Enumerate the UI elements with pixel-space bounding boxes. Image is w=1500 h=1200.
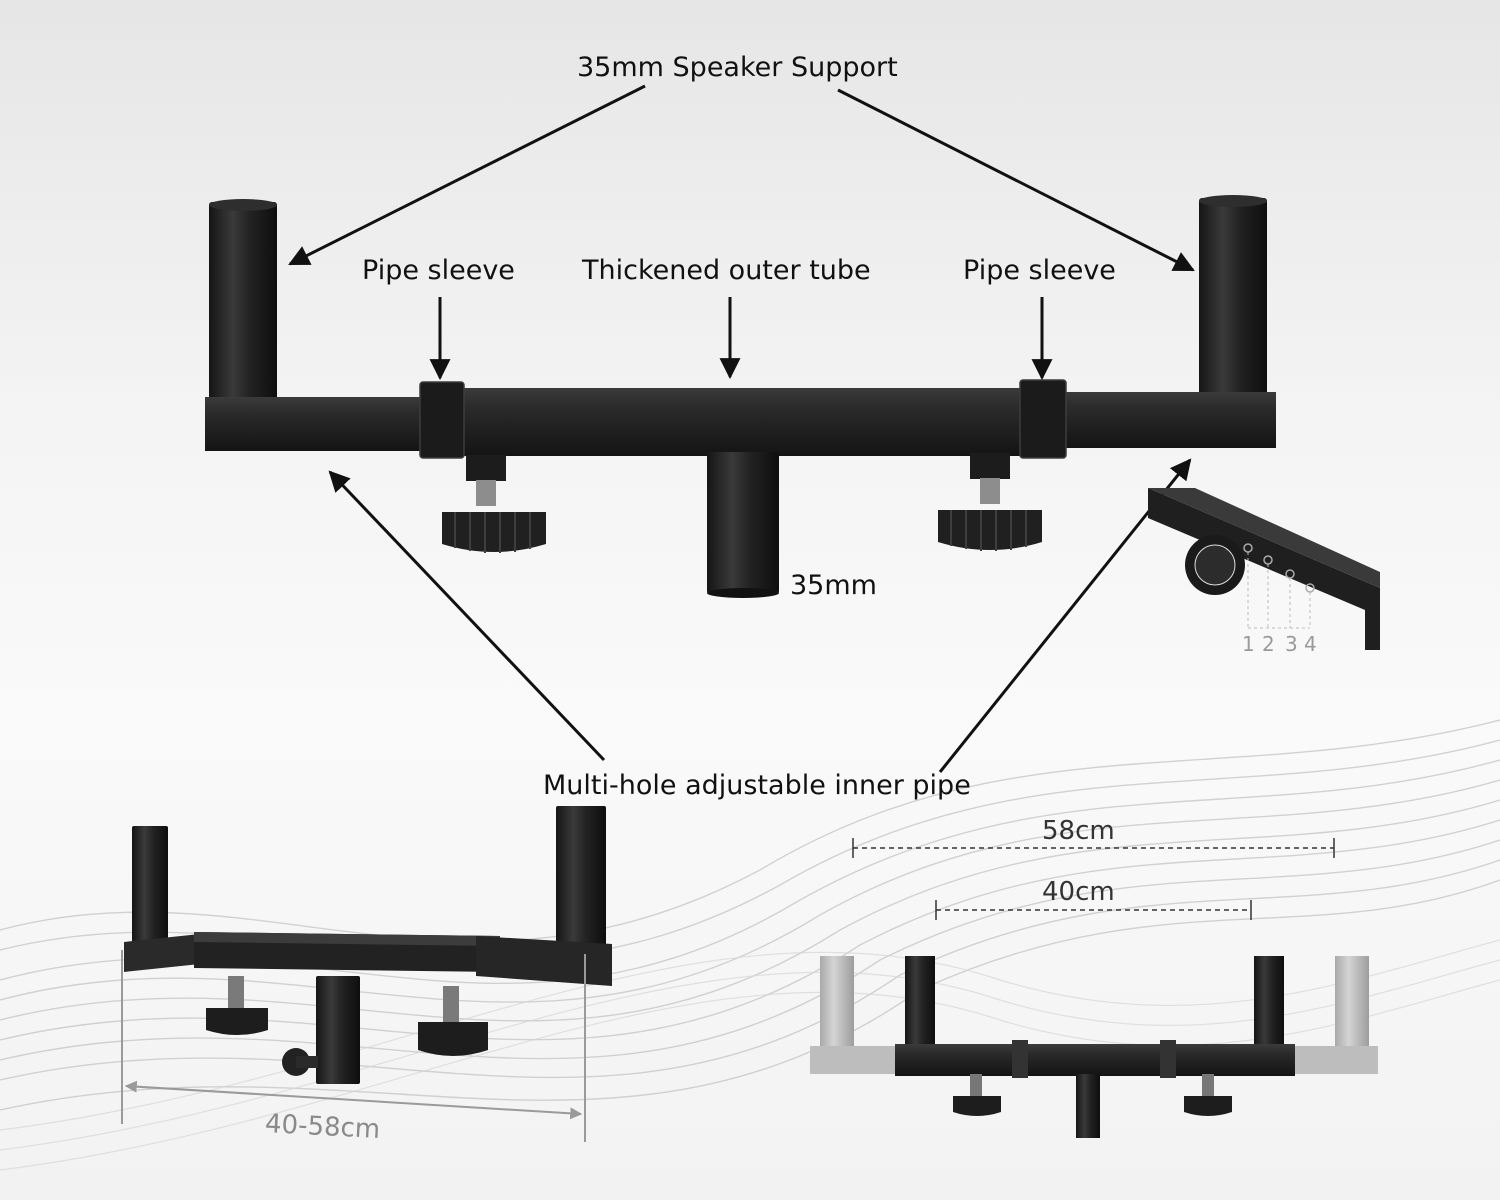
arrow-support-left xyxy=(288,84,646,266)
main-bracket xyxy=(205,195,1276,598)
dimension-max-width: 58cm xyxy=(1042,816,1115,846)
label-speaker-support: 35mm Speaker Support xyxy=(577,52,898,83)
center-pole-bottom xyxy=(707,588,779,598)
left-knob-spring xyxy=(476,480,496,506)
right-inner-bar xyxy=(1060,392,1276,448)
label-pipe-sleeve-left: Pipe sleeve xyxy=(362,255,515,286)
hole-number-3: 3 xyxy=(1285,632,1298,656)
label-thickened-outer-tube: Thickened outer tube xyxy=(582,255,871,286)
left-knob xyxy=(442,512,546,552)
left-speaker-post xyxy=(209,202,277,400)
hole-number-4: 4 xyxy=(1304,632,1317,656)
width-comparison xyxy=(810,838,1378,1138)
left-knob-collar xyxy=(466,455,506,481)
right-knob-spring xyxy=(980,478,1000,504)
left-post-top xyxy=(209,199,277,211)
hole-number-1: 1 xyxy=(1242,632,1255,656)
arrow-support-right xyxy=(837,88,1195,272)
right-knob xyxy=(938,510,1042,550)
left-inner-bar xyxy=(205,397,425,451)
label-pipe-sleeve-right: Pipe sleeve xyxy=(963,255,1116,286)
arrow-inner-left xyxy=(328,470,606,762)
outer-tube xyxy=(462,388,1022,456)
center-pole xyxy=(707,452,779,594)
hole-detail-inset xyxy=(1148,488,1380,650)
angled-view-bracket xyxy=(121,806,612,1142)
dimension-adjust-range: 40-58cm xyxy=(264,1109,381,1145)
right-speaker-post xyxy=(1199,198,1267,400)
label-center-diameter: 35mm xyxy=(790,570,877,601)
right-post-top xyxy=(1199,195,1267,207)
left-pipe-sleeve xyxy=(419,381,465,459)
right-knob-collar xyxy=(970,453,1010,479)
dimension-min-width: 40cm xyxy=(1042,877,1115,907)
hole-number-2: 2 xyxy=(1262,632,1275,656)
label-inner-pipe: Multi-hole adjustable inner pipe xyxy=(543,770,971,801)
right-pipe-sleeve xyxy=(1019,379,1067,459)
